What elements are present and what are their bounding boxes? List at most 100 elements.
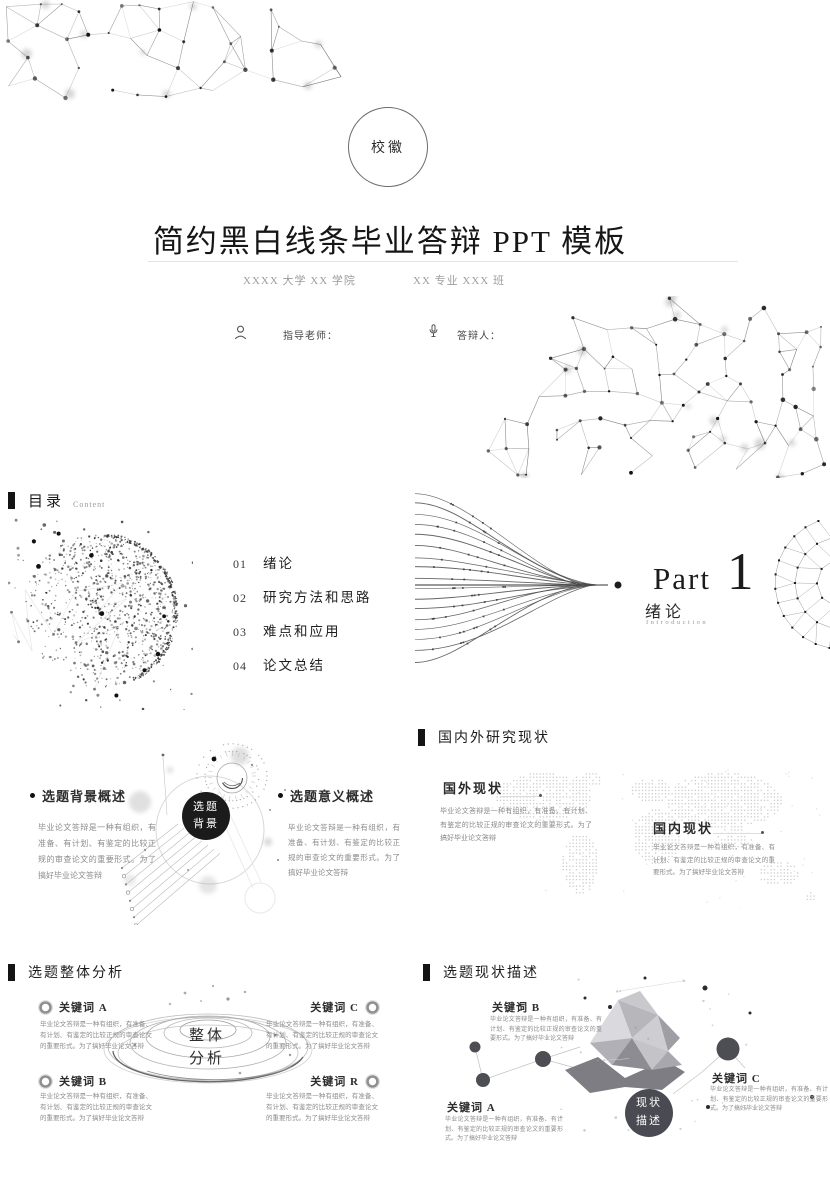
part-title: 绪论: [645, 604, 686, 621]
background-center-circle: 选题 背景: [182, 792, 230, 840]
toc-item-label: 论文总结: [263, 658, 325, 673]
domestic-heading-line: [713, 833, 763, 834]
particle-globe-decoration: [8, 518, 193, 710]
toc-item-number: 02: [233, 591, 247, 605]
keyword-c-body: 毕业论文答辩是一种有组织，有准备、有计划、有鉴定的比较正规的审查论文的重要形式。…: [266, 1021, 378, 1050]
background-right-heading: 选题意义概述: [290, 789, 375, 804]
school-line: XXXX 大学 XX 学院: [243, 275, 356, 287]
toc-item-number: 03: [233, 625, 247, 639]
polyhedron-network-decoration: [469, 976, 814, 1132]
concentric-disc-decoration: [103, 984, 313, 1084]
line-end-tick: [761, 831, 764, 834]
toc-item-number: 04: [233, 659, 247, 673]
header-bar: [423, 963, 430, 981]
circle-text-line2: 背景: [193, 818, 219, 830]
analysis-slide: 选题整体分析 整体 分析 关键词 A 毕业论文答辩是一种有组织，有准备、: [0, 955, 415, 1187]
class-line: XX 专业 XXX 班: [413, 275, 505, 287]
part-word: Part: [653, 561, 711, 596]
network-decoration-top-left: [6, 0, 342, 101]
header-bar: [8, 963, 15, 981]
branch-lines-decoration: [415, 493, 622, 663]
status-keyword-a-body: 毕业论文答辩是一种有组织，有准备、有计划、有鉴定的比较正规的审查论文的重要形式。…: [445, 1117, 563, 1142]
status-slide: 选题现状描述: [415, 955, 830, 1187]
circle-text-line1: 选题: [193, 800, 219, 813]
person-icon: [234, 325, 247, 345]
abroad-heading: 国外现状: [443, 781, 504, 796]
domestic-heading: 国内现状: [653, 821, 714, 836]
part-number: 1: [726, 543, 754, 601]
keyword-a-row: 关键词 A: [38, 999, 108, 1015]
gear-ring-icon: [365, 999, 380, 1015]
status-keyword-c-body: 毕业论文答辩是一种有组织，有准备、有计划、有鉴定的比较正规的审查论文的重要形式。…: [710, 1087, 828, 1112]
school-badge-circle: 校徽: [348, 107, 428, 187]
part-number-row: Part 1: [653, 542, 753, 602]
status-center-circle: 现状 描述: [625, 1089, 673, 1137]
part1-slide: Part 1 绪论 Introduction: [415, 480, 830, 720]
gear-ring-icon: [365, 1073, 380, 1089]
cover-title: 简约黑白线条毕业答辩 PPT 模板: [152, 224, 628, 259]
toc-header: 目录 Content: [8, 490, 105, 511]
abroad-body: 毕业论文答辩是一种有组织，有准备、有计划、有鉴定的比较正规的审查论文的重要形式。…: [440, 807, 592, 842]
keyword-label: 关键词 A: [447, 1102, 496, 1114]
cover-slide: 校徽 简约黑白线条毕业答辩 PPT 模板 XXXX 大学 XX 学院 XX 专业…: [0, 0, 830, 480]
keyword-a-body: 毕业论文答辩是一种有组织，有准备、有计划、有鉴定的比较正规的审查论文的重要形式。…: [40, 1021, 152, 1050]
wireframe-sphere-decoration: [774, 520, 830, 649]
abroad-heading-line: [501, 796, 541, 797]
research-heading: 国内外研究现状: [438, 731, 550, 746]
bullet-dot-icon: [30, 793, 35, 798]
keyword-label: 关键词 A: [59, 1002, 108, 1014]
status-keyword-b-body: 毕业论文答辩是一种有组织，有准备、有计划、有鉴定的比较正规的审查论文的重要形式。…: [490, 1017, 602, 1042]
status-keyword-c-heading: 关键词 C: [712, 1070, 761, 1086]
analysis-heading: 选题整体分析: [28, 966, 124, 981]
dotted-world-map-decoration: [492, 769, 821, 908]
school-badge-label: 校徽: [371, 141, 405, 156]
background-left-heading-row: 选题背景概述: [30, 786, 126, 805]
research-header: 国内外研究现状: [418, 727, 550, 747]
toc-item-label: 难点和应用: [263, 624, 341, 639]
background-left-heading: 选题背景概述: [42, 789, 127, 804]
background-right-heading-row: 选题意义概述: [278, 786, 374, 805]
keyword-label: 关键词 B: [492, 1002, 541, 1014]
advisor-label: 指导老师：: [283, 331, 338, 342]
gear-ring-icon: [38, 999, 53, 1015]
status-keyword-b-heading: 关键词 B: [492, 999, 540, 1015]
toc-heading-en: Content: [73, 500, 106, 509]
analysis-center-label: 整体 分析: [178, 1025, 236, 1072]
background-left-body: 毕业论文答辩是一种有组织，有准备、有计划、有鉴定的比较正规的审查论文的重要形式。…: [38, 823, 156, 880]
status-header: 选题现状描述: [423, 962, 539, 982]
defender-label: 答辩人：: [457, 331, 501, 342]
toc-item-1: 01 绪论: [233, 552, 294, 572]
keyword-b-row: 关键词 B: [38, 1073, 107, 1089]
part-subtitle-en: Introduction: [646, 619, 709, 626]
bullet-dot-icon: [278, 793, 283, 798]
center-text-line1: 整体: [188, 1028, 225, 1044]
header-bar: [8, 492, 15, 509]
center-text-line2: 分析: [188, 1051, 225, 1068]
toc-item-label: 绪论: [263, 556, 294, 571]
toc-item-label: 研究方法和思路: [263, 590, 372, 605]
keyword-r-body: 毕业论文答辩是一种有组织，有准备、有计划、有鉴定的比较正规的审查论文的重要形式。…: [266, 1093, 378, 1122]
research-slide: 国内外研究现状 国外现状 毕业论文答辩是一种有组织，有准备、有计划、有鉴定的比较…: [415, 720, 830, 955]
toc-item-3: 03 难点和应用: [233, 620, 341, 640]
domestic-body: 毕业论文答辩是一种有组织，有准备、有计划、有鉴定的比较正规的审查论文的重要形式。…: [653, 844, 775, 876]
circle-text-line2: 描述: [636, 1115, 662, 1127]
status-keyword-a-heading: 关键词 A: [447, 1099, 496, 1115]
circle-text-line1: 现状: [636, 1097, 662, 1110]
status-heading: 选题现状描述: [443, 966, 539, 981]
keyword-r-row: 关键词 R: [256, 1073, 380, 1089]
gear-ring-icon: [38, 1073, 53, 1089]
network-dome-decoration: [486, 296, 827, 478]
keyword-label: 关键词 R: [310, 1076, 359, 1088]
toc-item-number: 01: [233, 557, 247, 571]
background-right-body: 毕业论文答辩是一种有组织，有准备、有计划、有鉴定的比较正规的审查论文的重要形式。…: [288, 823, 400, 877]
keyword-label: 关键词 B: [59, 1076, 108, 1088]
toc-item-2: 02 研究方法和思路: [233, 586, 372, 606]
background-slide: 选题背景概述 毕业论文答辩是一种有组织，有准备、有计划、有鉴定的比较正规的审查论…: [0, 720, 415, 955]
keyword-label: 关键词 C: [310, 1002, 359, 1014]
header-bar: [418, 728, 425, 746]
toc-heading: 目录: [28, 494, 65, 510]
keyword-c-row: 关键词 C: [256, 999, 380, 1015]
keyword-b-body: 毕业论文答辩是一种有组织，有准备、有计划、有鉴定的比较正规的审查论文的重要形式。…: [40, 1093, 152, 1122]
microphone-icon: [429, 324, 438, 345]
